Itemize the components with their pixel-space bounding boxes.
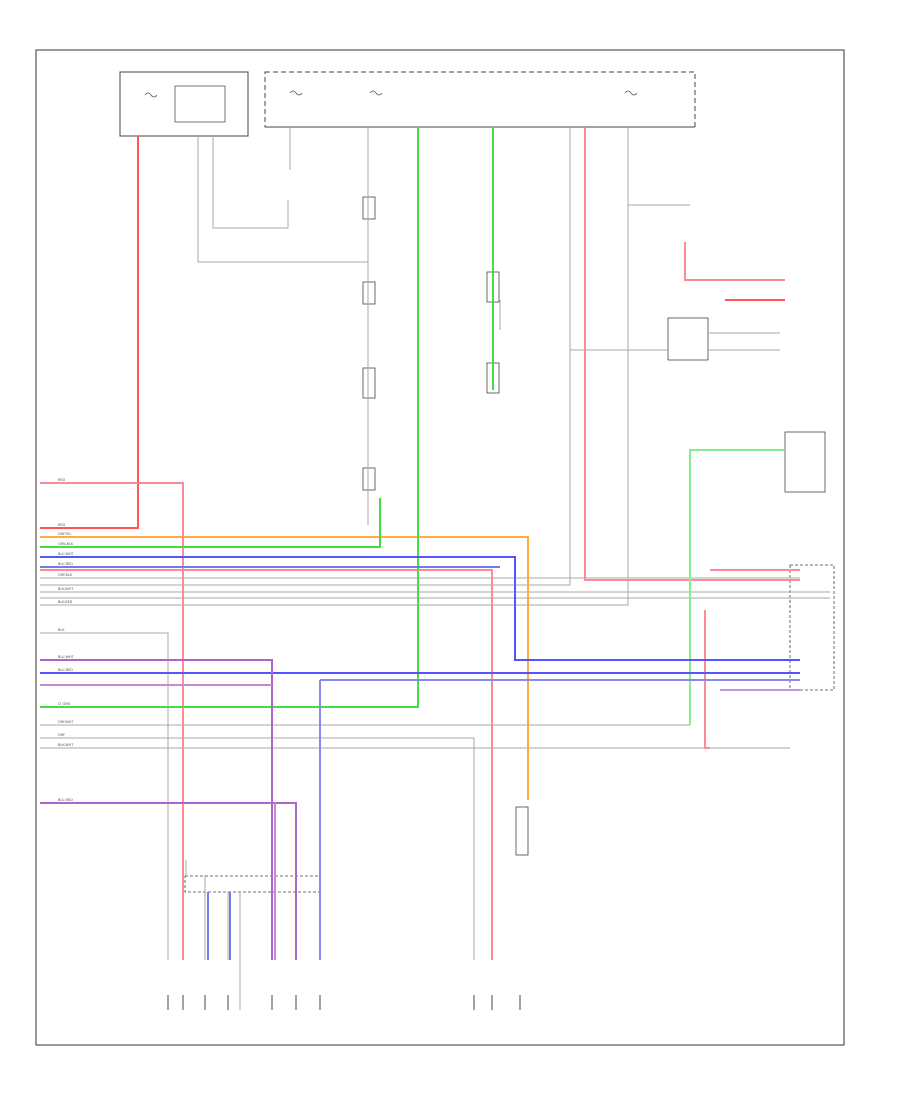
label-left-bot-3: GRY-WHT (58, 720, 74, 724)
violet-wires (40, 659, 800, 960)
label-left-gray-top: BLK (58, 628, 65, 632)
label-left-bot-1: BLU-WHT (58, 655, 75, 659)
green-wires (40, 127, 785, 725)
label-left-green: GRN-BLK (58, 542, 74, 546)
orange-wires (40, 536, 529, 800)
gray-wires (40, 127, 830, 1010)
label-left-green-lower: LT GRN (58, 702, 71, 706)
bottom-terminals (167, 995, 521, 1010)
diagram-frame (35, 49, 845, 1046)
red-wires (40, 127, 800, 960)
connector-symbols (184, 196, 835, 893)
label-left-orange: GRY-YEL (58, 532, 71, 536)
relay-internal (174, 85, 226, 123)
label-left-gray-2: BLK-WHT (58, 587, 74, 591)
label-left-blue-2: BLU-RED (58, 562, 73, 566)
label-left-gray-1: GRY-BLK (58, 573, 73, 577)
label-left-gray-3: BLK-RED (58, 600, 73, 604)
fuse-box-left (119, 71, 249, 137)
blue-wires (40, 556, 800, 960)
fuse-symbols (144, 90, 638, 98)
label-left-bot-4: GRY (58, 733, 66, 737)
label-left-bot-2: BLU-RED (58, 668, 73, 672)
label-left-violet: BLU-RED (58, 798, 73, 802)
label-left-red-2: RED (58, 523, 65, 527)
fuse-box-main (264, 71, 696, 128)
label-left-bot-5: BLK-WHT (58, 743, 74, 747)
label-left-blue-1: BLU-WHT (58, 552, 75, 556)
label-left-red: RED (58, 478, 65, 482)
